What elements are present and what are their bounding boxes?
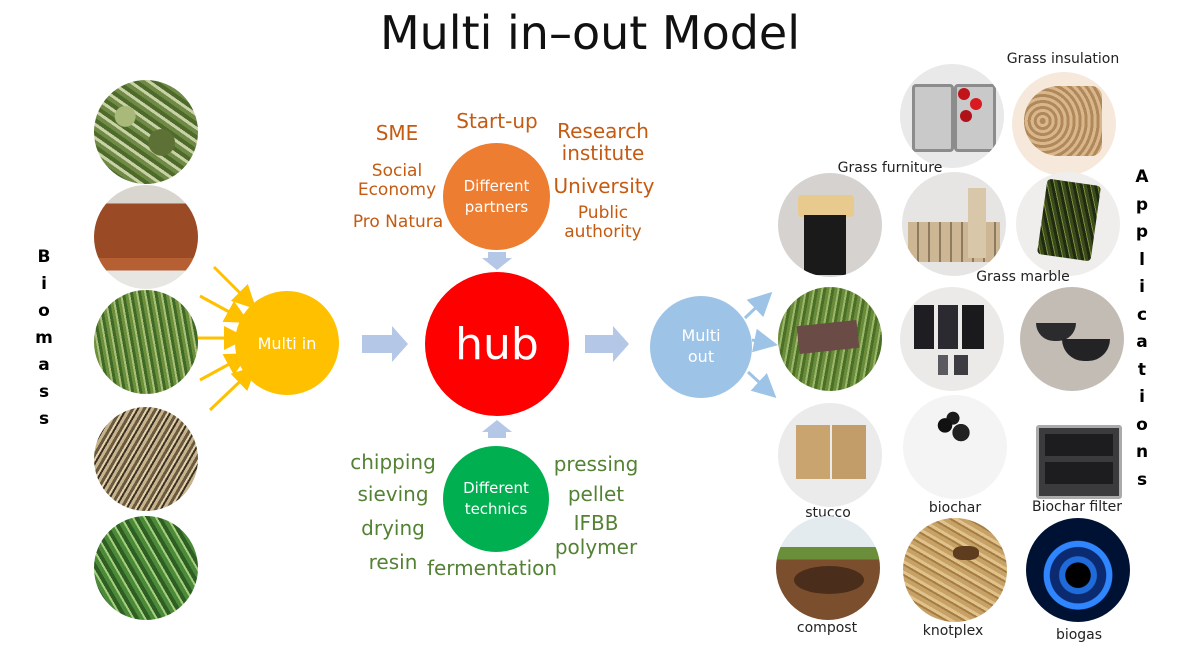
input-arrow-5	[208, 365, 257, 412]
vertical-letter: s	[38, 409, 50, 429]
vertical-letter: i	[1139, 277, 1145, 297]
app-photo-grass-marble	[1016, 172, 1120, 276]
caption-grass-marble: Grass marble	[976, 269, 1070, 285]
output-arrow-3	[746, 370, 777, 399]
vertical-letter: p	[1135, 194, 1149, 215]
vertical-letter: l	[1139, 249, 1145, 270]
input-arrow-2	[199, 294, 250, 323]
biomass-photo-1	[94, 80, 198, 184]
vertical-letter: B	[37, 247, 51, 267]
app-photo-grass-insulation	[1012, 72, 1116, 176]
app-photo-knotplex	[903, 518, 1007, 622]
partner-social-economy: Social Economy	[357, 161, 437, 200]
page-title: Multi in–out Model	[379, 6, 801, 60]
vertical-letter: t	[1137, 359, 1147, 380]
arrow-partners-to-hub	[482, 252, 512, 270]
app-photo-bowls	[1020, 287, 1124, 391]
output-arrows	[743, 291, 778, 399]
multi-in-node: Multi in	[235, 291, 339, 395]
vertical-letter: A	[1135, 167, 1149, 187]
technics-node: Different technics	[443, 446, 549, 552]
output-arrow-1	[743, 291, 773, 320]
caption-grass-furniture: Grass furniture	[837, 160, 943, 176]
caption-knotplex: knotplex	[922, 623, 984, 639]
input-arrow-4	[199, 353, 250, 382]
app-photo-biochar-filter	[1036, 425, 1122, 499]
vertical-letter: o	[1136, 414, 1148, 435]
vertical-letter: s	[38, 382, 50, 402]
vertical-letter: m	[35, 328, 53, 348]
technic-sieving: sieving	[357, 482, 429, 506]
caption-biochar-filter: Biochar filter	[1032, 499, 1122, 515]
partner-pro-natura: Pro Natura	[352, 212, 444, 232]
app-photo-container	[900, 64, 1004, 168]
arrow-technics-to-hub	[482, 420, 512, 438]
partner-sme: SME	[375, 121, 419, 145]
biomass-photo-5	[94, 516, 198, 620]
vertical-letter: o	[38, 301, 50, 321]
technic-pellet: pellet	[567, 482, 625, 506]
input-arrow-1	[212, 265, 257, 310]
vertical-letter: s	[1136, 469, 1148, 490]
vertical-letter: i	[41, 274, 47, 294]
technic-drying: drying	[361, 516, 425, 540]
caption-biogas: biogas	[1055, 627, 1103, 643]
arrow-multiin-to-hub	[362, 326, 408, 362]
technic-fermentation: fermentation	[426, 556, 558, 580]
input-arrows	[198, 265, 257, 412]
partners-node: Different partners	[443, 143, 550, 250]
technic-polymer: polymer	[554, 535, 638, 559]
partner-startup: Start-up	[456, 109, 538, 133]
biomass-photo-2	[94, 185, 198, 289]
app-photo-hexagon-table	[778, 173, 882, 277]
vertical-letter: n	[1135, 442, 1149, 462]
app-photo-compost	[776, 516, 880, 620]
vertical-letter: p	[1135, 222, 1149, 242]
vertical-letter: i	[1139, 387, 1145, 407]
caption-grass-insulation: Grass insulation	[1006, 51, 1120, 67]
app-photo-biochar	[903, 395, 1007, 499]
vertical-letter: a	[38, 355, 50, 375]
technic-pressing: pressing	[553, 452, 639, 476]
app-photo-biogas	[1026, 518, 1130, 622]
partner-public-authority: Public authority	[564, 203, 642, 242]
caption-biochar: biochar	[928, 500, 982, 516]
vertical-letter: c	[1136, 304, 1148, 325]
technic-chipping: chipping	[350, 450, 436, 474]
biomass-photo-3	[94, 290, 198, 394]
vertical-letter: a	[1136, 332, 1148, 352]
arrow-hub-to-multiout	[585, 326, 629, 362]
biomass-photo-4	[94, 407, 198, 511]
technic-resin: resin	[368, 550, 418, 574]
output-arrow-2	[751, 328, 778, 353]
partner-university: University	[553, 174, 655, 198]
hub-node: hub	[425, 272, 569, 416]
app-photo-dark-panels	[900, 287, 1004, 391]
app-photo-stucco	[778, 403, 882, 507]
app-photo-tile-on-grass	[778, 287, 882, 391]
app-photo-grass-furniture	[902, 172, 1006, 276]
multi-out-node: Multi out	[650, 296, 752, 398]
partner-research-institute: Research institute	[557, 119, 649, 165]
technic-ifbb: IFBB	[573, 511, 619, 535]
caption-compost: compost	[796, 620, 858, 636]
